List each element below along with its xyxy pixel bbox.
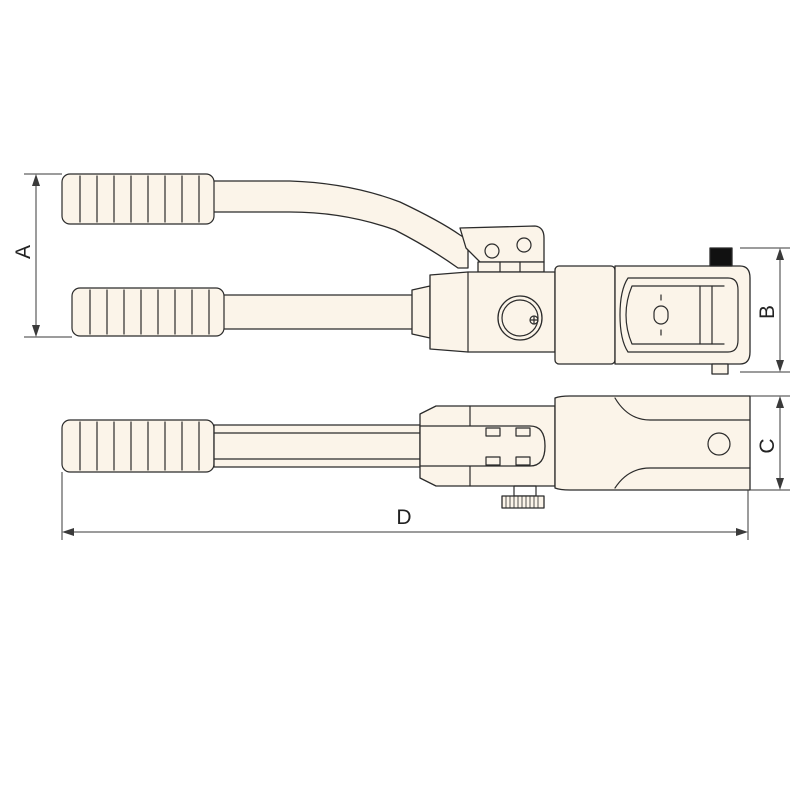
- dimension-label-d: D: [396, 506, 411, 529]
- lower-grip: [71, 287, 225, 337]
- arm-pin-right-icon: [516, 237, 532, 253]
- dimension-label-a: A: [12, 245, 35, 259]
- bar-collar: [411, 285, 431, 339]
- latch-button-icon: [709, 247, 733, 267]
- side-head: [554, 395, 751, 491]
- side-handle-bars: [213, 424, 451, 468]
- side-knob-icon: [501, 485, 545, 509]
- dimension-label-b: B: [756, 305, 779, 319]
- crimp-head-frame: [614, 265, 751, 365]
- side-link: [419, 425, 546, 467]
- side-view: [61, 395, 751, 509]
- dimension-lines: [24, 173, 790, 540]
- top-view: [61, 173, 751, 375]
- lower-handle-bar: [217, 294, 419, 330]
- pin-hole-icon: [707, 432, 731, 456]
- release-knob-icon: [497, 295, 543, 341]
- upper-handle-bar: [209, 180, 469, 269]
- arm-base: [477, 261, 545, 273]
- upper-grip: [61, 173, 215, 225]
- side-grip: [61, 419, 215, 473]
- dimension-label-c: C: [756, 438, 779, 453]
- arm-pin-left-icon: [484, 243, 500, 259]
- latch-pin: [711, 363, 729, 375]
- die-slot-icon: [653, 305, 669, 325]
- head-cylinder: [554, 265, 616, 365]
